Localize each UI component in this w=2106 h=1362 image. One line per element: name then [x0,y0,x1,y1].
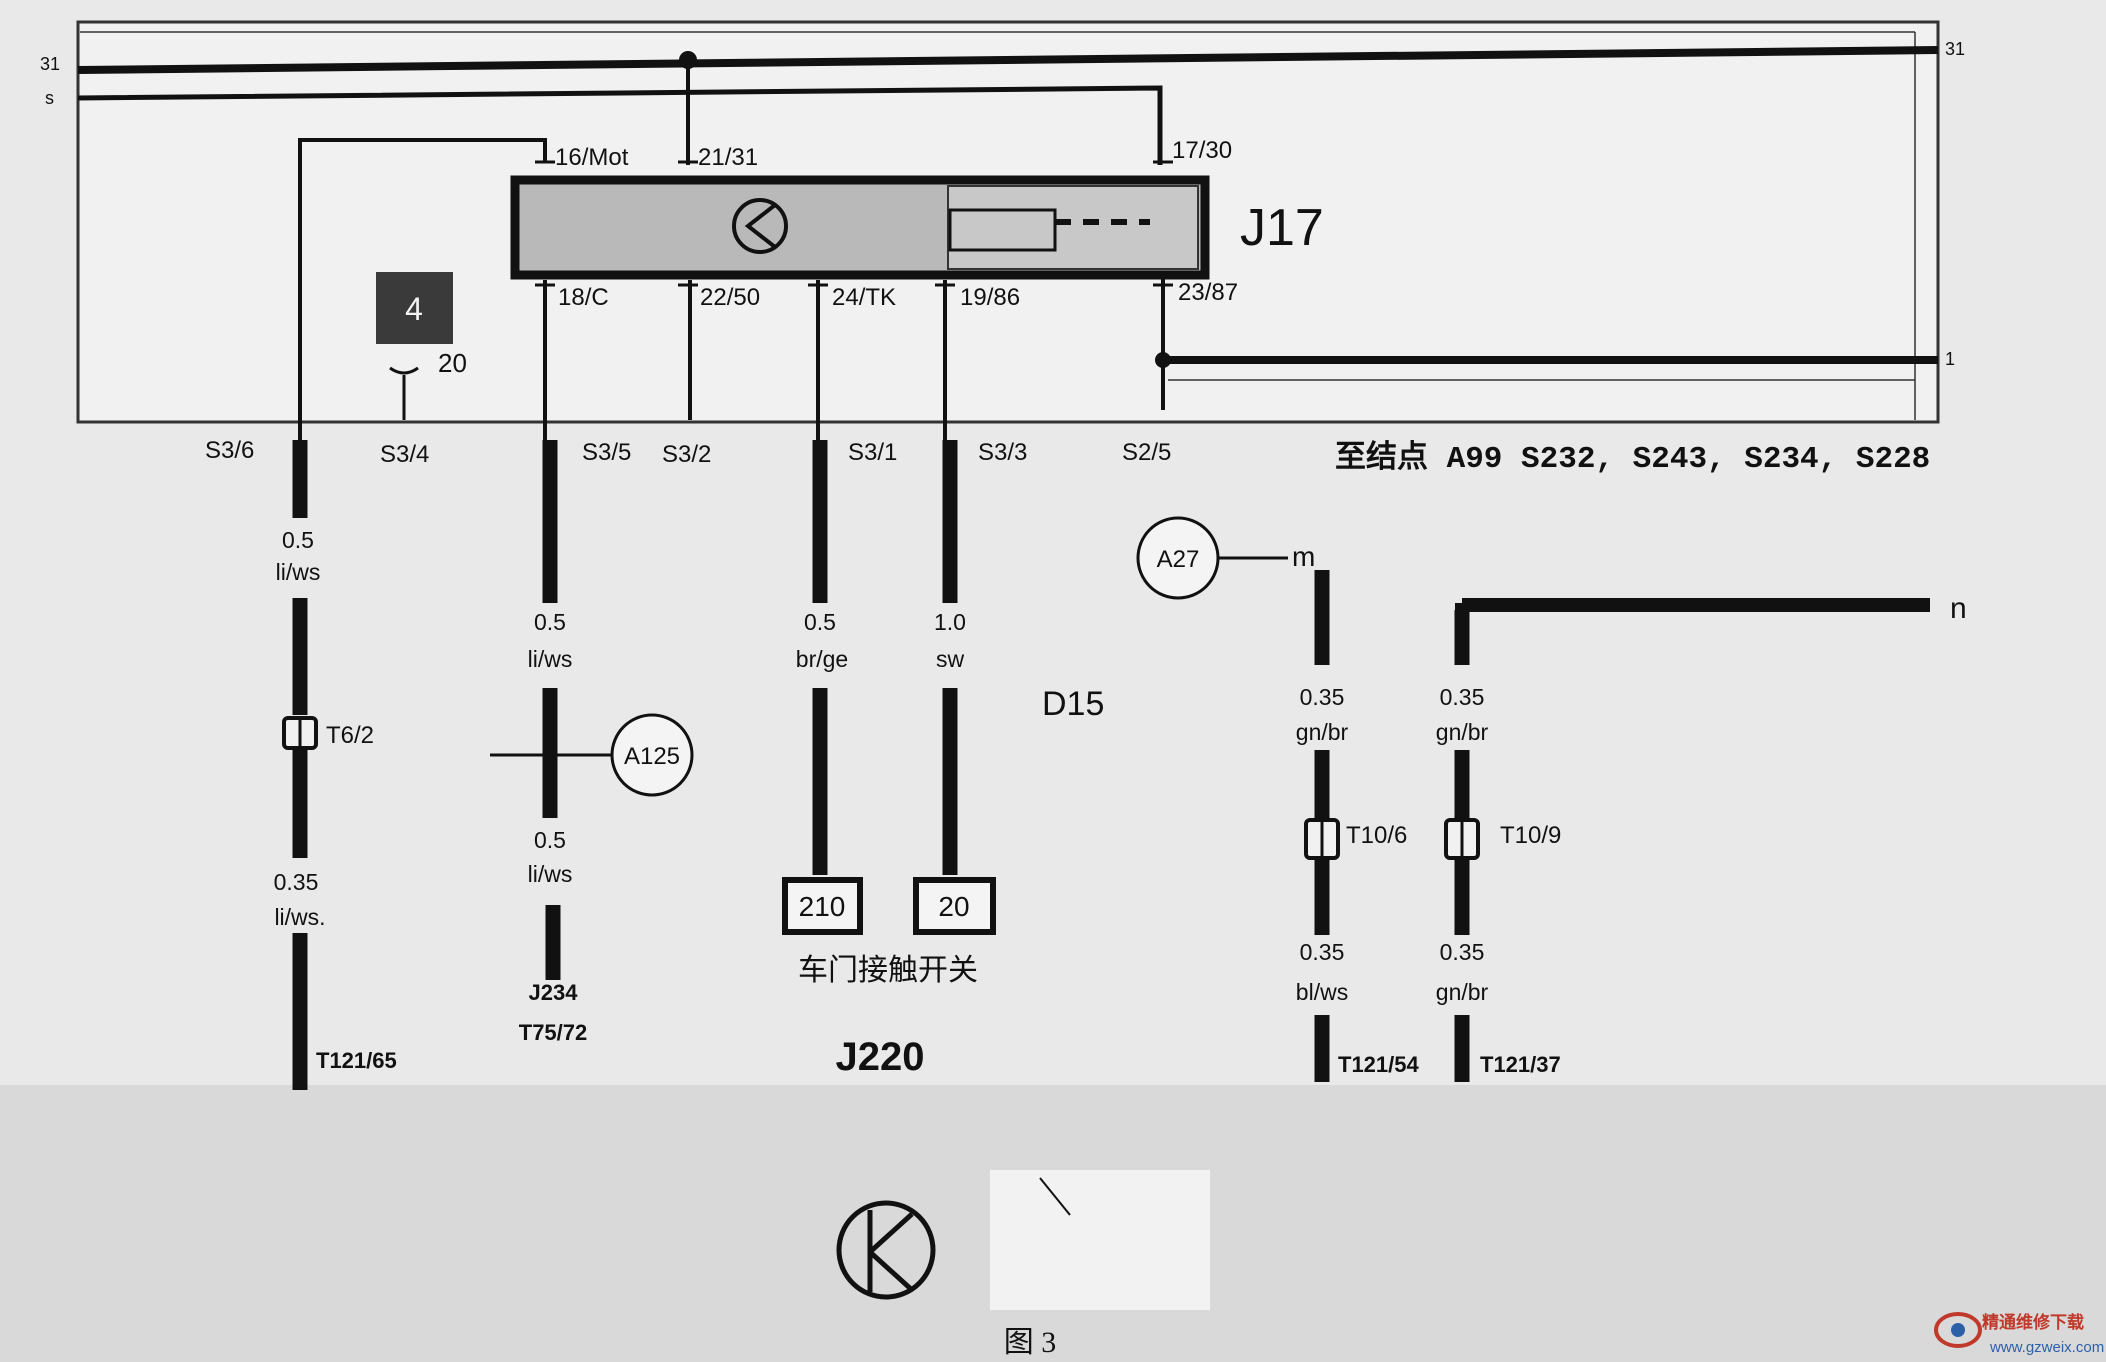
watermark-brand: 精通维修下载 [1982,1312,2084,1333]
w5a-size: 0.35 [1300,684,1345,710]
pin-19-86: 19/86 [960,284,1020,311]
terminal-20: 20 [938,891,969,922]
socket-s3-4: S3/4 [380,441,429,468]
bus-label-31-left: 31 [40,54,60,74]
w1b-size: 0.35 [274,869,319,895]
bus1-junction-dot [1155,352,1171,368]
wire-16-mot [298,138,547,440]
pin-17-30: 17/30 [1172,137,1232,164]
relay-j17 [510,175,1210,280]
w4-color: sw [936,646,965,672]
transistor-icon [836,1200,936,1300]
line-label-m: m [1292,541,1315,572]
junction-a125-label: A125 [624,743,680,770]
junction-a27-label: A27 [1157,546,1200,573]
pin-18-c: 18/C [558,284,609,311]
w3-size: 0.5 [804,609,836,635]
w2a-color: li/ws [528,646,573,672]
outer-frame [76,20,1940,424]
w1b-color: li/ws. [274,904,325,930]
w5a-color: gn/br [1296,719,1349,745]
figure-caption: 图 3 [1004,1326,1057,1359]
w1a-size: 0.5 [282,527,314,553]
end-j234: J234 [529,980,579,1005]
socket-s3-3: S3/3 [978,439,1027,466]
end-t121-65: T121/65 [316,1048,397,1073]
watermark-url: www.gzweix.com [1989,1339,2104,1356]
fuse-pin: 20 [438,348,467,378]
w3-color: br/ge [796,646,848,672]
socket-s3-2: S3/2 [662,441,711,468]
relay-name: J17 [1240,199,1324,257]
pin-16-mot: 16/Mot [555,144,629,171]
end-t75-72: T75/72 [519,1020,588,1045]
w2b-color: li/ws [528,861,573,887]
socket-s3-6: S3/6 [205,437,254,464]
w6a-size: 0.35 [1440,684,1485,710]
bus-label-31-right: 31 [1945,39,1965,59]
door-switch-label: 车门接触开关 [798,953,978,988]
connector-t6-2: T6/2 [326,722,374,749]
socket-s3-1: S3/1 [848,439,897,466]
connector-t10-6: T10/6 [1346,822,1407,849]
socket-s2-5: S2/5 [1122,439,1171,466]
w6b-color: gn/br [1436,979,1489,1005]
relay-coil-symbol [732,198,788,254]
junction-note: 至结点 A99 S232, S243, S234, S228 [1335,440,1930,477]
socket-labels: S3/6 S3/4 S3/5 S3/2 S3/1 S3/3 S2/5 [205,437,1171,468]
socket-s3-5: S3/5 [582,439,631,466]
bus-31 [77,46,1939,74]
pin-22-50: 22/50 [700,284,760,311]
line-label-n: n [1950,592,1967,625]
j220-label: J220 [836,1035,925,1079]
harness-wires [292,440,1930,1090]
end-t121-54: T121/54 [1338,1052,1419,1077]
w5b-size: 0.35 [1300,939,1345,965]
w4-size: 1.0 [934,609,966,635]
bus-label-1: 1 [1945,349,1955,369]
connector-t10-9: T10/9 [1500,822,1561,849]
terminal-boxes [782,877,996,935]
bus-label-s: s [45,88,54,108]
fuse-number: 4 [405,291,423,327]
w1a-color: li/ws [276,559,321,585]
pin-21-31: 21/31 [698,144,758,171]
bus-s [77,85,1163,165]
d15-label: D15 [1042,685,1104,723]
w5b-color: bl/ws [1296,979,1348,1005]
relay-bottom-wires [543,280,1165,440]
watermark-eye-icon [1934,1312,1982,1348]
wire-labels: 0.5 li/ws 0.35 li/ws. 0.5 li/ws 0.5 li/w… [274,527,1489,1005]
bus-junction-dot [679,51,697,69]
end-t121-37: T121/37 [1480,1052,1561,1077]
terminal-210: 210 [799,891,846,922]
paper-patch [990,1170,1210,1310]
scan-mark [1039,1177,1071,1216]
junction-a125 [610,713,694,797]
fuse-4: 4 [376,272,453,420]
w6b-size: 0.35 [1440,939,1485,965]
end-labels: T121/65 J234 T75/72 T121/54 T121/37 [316,980,1561,1077]
w2a-size: 0.5 [534,609,566,635]
pin-23-87: 23/87 [1178,279,1238,306]
watermark: 精通维修下载 www.gzweix.com [1934,1312,2104,1356]
relay-pins: 16/Mot 21/31 17/30 18/C 22/50 24/TK 19/8… [555,137,1238,311]
pin-24-tk: 24/TK [832,284,896,311]
w2b-size: 0.5 [534,827,566,853]
inline-connectors [282,716,1480,860]
w6a-color: gn/br [1436,719,1489,745]
